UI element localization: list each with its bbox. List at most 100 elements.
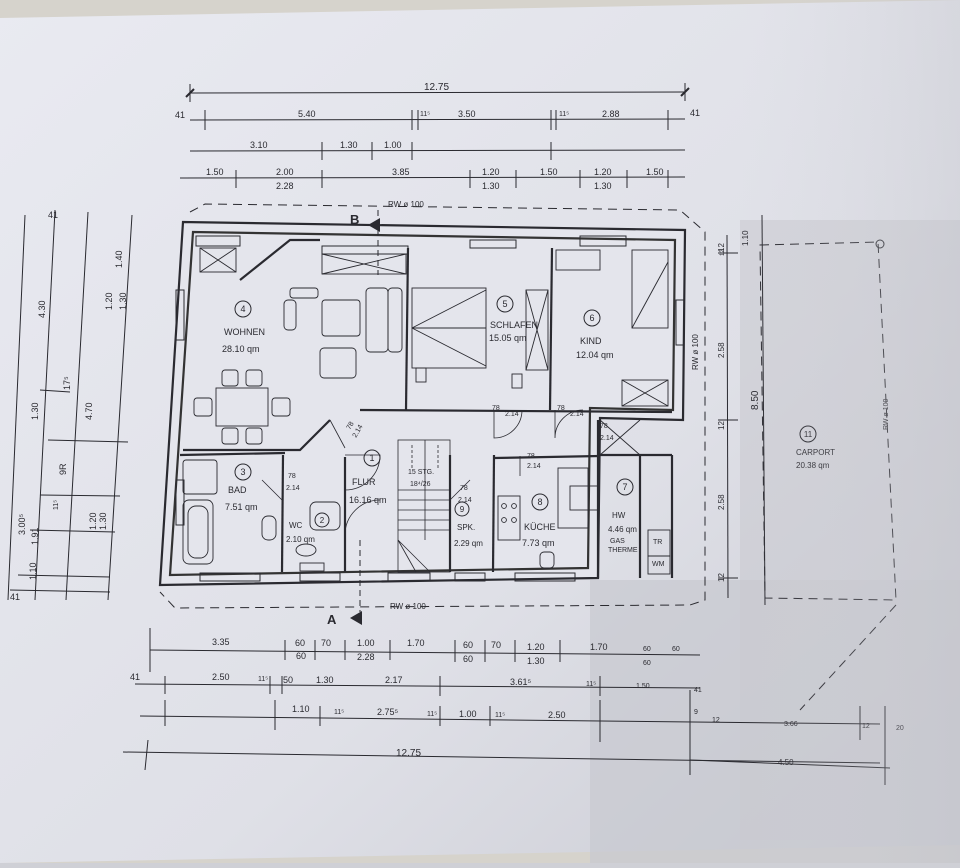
room-name-schlafen: SCHLAFEN xyxy=(490,320,538,330)
building-walls xyxy=(158,220,687,587)
bottom-r2-8: 1.50 xyxy=(636,683,650,690)
hw-gas-label: GAS xyxy=(610,538,625,545)
bottom-r1-8: 1.70 xyxy=(590,642,608,652)
room-number-wc: 2 xyxy=(320,516,325,525)
right-dim-6: 12 xyxy=(717,573,726,582)
section-a-arrow xyxy=(350,611,362,625)
hw-tr-label: TR xyxy=(653,539,662,546)
room-number-circle-spk xyxy=(454,501,470,517)
top-dim-r3-5: 1.20 xyxy=(594,167,612,177)
top-dim-r2-2: 1.00 xyxy=(384,140,402,150)
room-area-bad: 7.51 qm xyxy=(225,502,258,512)
bottom-r1-1: 60 xyxy=(295,638,305,648)
door-label-schlafen-w: 78 xyxy=(492,405,500,412)
room-name-flur: FLUR xyxy=(352,477,376,487)
top-dim-r3sub-0: 2.28 xyxy=(276,181,294,191)
section-b-label: B xyxy=(350,212,359,227)
bottom-r3-8: 12 xyxy=(712,717,720,724)
bottom-r1-5: 60 xyxy=(463,640,473,650)
staircase xyxy=(397,439,451,573)
bottom-r2-6: 3.61⁵ xyxy=(510,677,532,687)
section-a-label: A xyxy=(327,612,337,627)
bottom-r1sub-4: 60 xyxy=(643,660,651,667)
right-dim-2: 2.58 xyxy=(717,342,726,358)
room-number-circle-wohnen xyxy=(234,300,252,318)
top-dim-r1-6: 41 xyxy=(690,108,700,118)
right-dim-5: 2.58 xyxy=(717,494,726,510)
bottom-r1sub-3: 1.30 xyxy=(527,656,545,666)
wohnen-furniture xyxy=(193,247,403,445)
bottom-r1-6: 70 xyxy=(491,640,501,650)
room-number-circle-wc xyxy=(314,512,330,528)
bottom-r3-6: 2.50 xyxy=(548,710,566,720)
left-dim-9: 1.91 xyxy=(30,527,40,545)
bottom-r2-7: 11⁵ xyxy=(586,681,596,688)
door-label-bad-h: 2.14 xyxy=(286,485,300,492)
door-label-kind-w: 78 xyxy=(557,405,565,412)
left-dim-7: 4.70 xyxy=(84,402,94,420)
windows xyxy=(175,235,685,582)
stair-ratio-label: 18⁴/26 xyxy=(410,481,431,488)
room-name-kind: KIND xyxy=(580,336,602,346)
room-number-bad: 3 xyxy=(240,467,245,477)
left-dim-8: 3.00⁵ xyxy=(17,513,27,535)
room-number-circle-hw xyxy=(616,478,634,496)
top-dim-r2-0: 3.10 xyxy=(250,140,268,150)
top-dim-r3sub-2: 1.30 xyxy=(594,181,612,191)
top-overall-dim: 12.75 xyxy=(424,82,449,93)
left-dim-15: 11⁵ xyxy=(53,500,60,510)
left-dim-12: 1.10 xyxy=(28,562,38,580)
top-dim-r3-0: 1.50 xyxy=(206,167,224,177)
door-label-bad-w: 78 xyxy=(288,473,296,480)
top-dim-r3-1: 2.00 xyxy=(276,167,294,177)
left-dim-6: 1.30 xyxy=(30,402,40,420)
bottom-r1-4: 1.70 xyxy=(407,638,425,648)
bottom-r3-7: 9 xyxy=(694,709,698,716)
top-dim-r2-1: 1.30 xyxy=(340,140,358,150)
room-number-circle-kind xyxy=(583,309,601,327)
door-label-kind-h: 2.14 xyxy=(570,411,584,418)
door-label-hw-w: 78 xyxy=(600,423,608,430)
left-dim-2: 1.40 xyxy=(114,250,124,268)
top-dim-r3-3: 1.20 xyxy=(482,167,500,177)
room-area-flur: 16.16 qm xyxy=(349,495,387,505)
bottom-r2-4: 1.30 xyxy=(316,675,334,685)
bottom-r1sub-2: 60 xyxy=(463,654,473,664)
room-name-spk: SPK. xyxy=(457,523,475,532)
rw-bottom-label: RW ø 100 xyxy=(390,602,426,611)
room-number-circle-flur xyxy=(363,449,381,467)
room-area-wc: 2.10 qm xyxy=(286,535,315,544)
hw-wm-label: WM xyxy=(652,561,665,568)
room-number-schlafen: 5 xyxy=(502,299,507,309)
top-dim-r3-2: 3.85 xyxy=(392,167,410,177)
room-number-wohnen: 4 xyxy=(240,304,245,314)
bottom-r2-3: 50 xyxy=(283,675,293,685)
kind-furniture xyxy=(555,249,669,407)
top-dim-r1-1: 5.40 xyxy=(298,109,316,119)
door-label-hw-h: 2.14 xyxy=(600,435,614,442)
photo-shading xyxy=(740,0,960,863)
room-number-spk: 9 xyxy=(460,505,465,514)
top-dim-r1-0: 41 xyxy=(175,110,185,120)
bottom-r3-4: 1.00 xyxy=(459,709,477,719)
room-name-kueche: KÜCHE xyxy=(524,522,556,532)
door-label-kueche-h: 2.14 xyxy=(527,463,541,470)
right-dim-7: 12 xyxy=(720,249,726,256)
eaves-dashed-line xyxy=(159,203,706,609)
bottom-overall-dim: 12.75 xyxy=(396,748,421,759)
rw-right-label: RW ø 100 xyxy=(691,334,700,370)
top-dim-r1-5: 2.88 xyxy=(602,109,620,119)
room-area-hw: 4.46 qm xyxy=(608,525,637,534)
room-number-kueche: 8 xyxy=(537,497,542,507)
bottom-r1sub-1: 2.28 xyxy=(357,652,375,662)
room-area-kueche: 7.73 qm xyxy=(522,538,555,548)
room-number-flur: 1 xyxy=(369,453,374,463)
top-dim-r1-4: 11⁵ xyxy=(559,111,569,118)
left-dim-1: 4.30 xyxy=(37,300,47,318)
bottom-r1-2: 70 xyxy=(321,638,331,648)
door-label-wohnen-w: 78 xyxy=(346,421,356,431)
bad-fixtures xyxy=(182,459,341,572)
bottom-r3-0: 1.10 xyxy=(292,704,310,714)
